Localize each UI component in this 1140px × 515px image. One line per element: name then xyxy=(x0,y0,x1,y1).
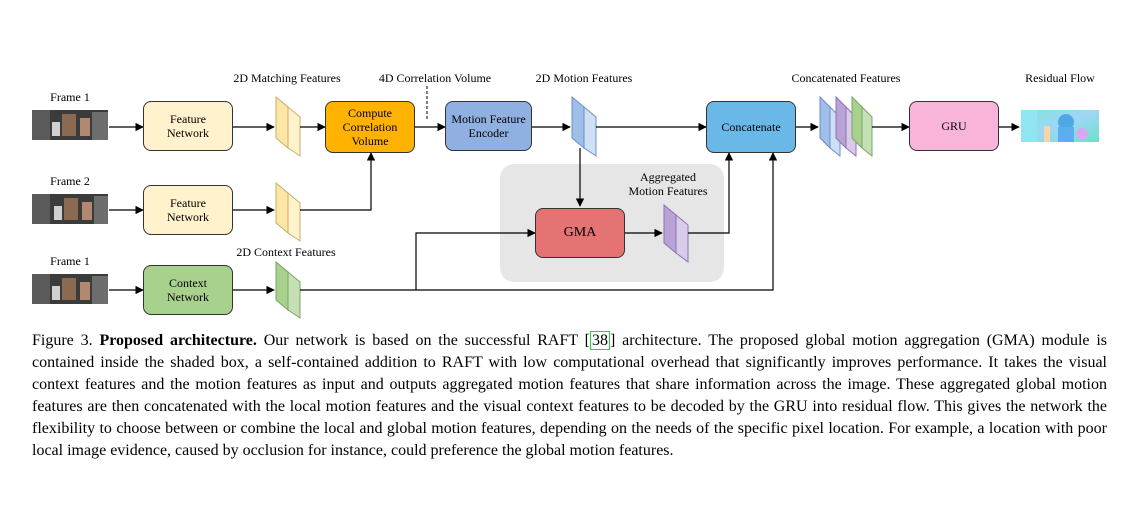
concatenate-label: Concatenate xyxy=(721,120,781,134)
motion-features-label: 2D Motion Features xyxy=(535,71,633,85)
caption-title: Proposed architecture. xyxy=(99,332,257,349)
caption-prefix: Figure 3. xyxy=(32,332,100,349)
frame1-top-label: Frame 1 xyxy=(50,90,90,104)
frame2-label: Frame 2 xyxy=(50,174,90,188)
correlation-line1: Compute xyxy=(348,106,392,120)
citation-link[interactable]: 38 xyxy=(590,331,610,350)
frame1-top-image xyxy=(32,110,108,140)
figure-caption: Figure 3. Proposed architecture. Our net… xyxy=(32,330,1107,462)
matching-feature-tensor-2 xyxy=(275,181,301,242)
architecture-figure: Frame 1 Frame 2 Frame 1 2D Matching Feat… xyxy=(32,71,1099,319)
gma-box: GMA xyxy=(535,208,625,258)
feature-network-2-line2: Network xyxy=(167,210,209,224)
gru-label: GRU xyxy=(941,119,967,133)
feature-network-1-line1: Feature xyxy=(170,112,206,126)
context-features-label: 2D Context Features xyxy=(236,245,336,259)
caption-text-after-ref: ] architecture. The proposed global moti… xyxy=(32,332,1108,459)
correlation-line3: Volume xyxy=(351,134,389,148)
frame2-image xyxy=(32,194,108,224)
correlation-volume-label: 4D Correlation Volume xyxy=(378,71,492,85)
frame1-bottom-image xyxy=(32,274,108,304)
motion-encoder-line2: Encoder xyxy=(468,126,509,140)
concatenated-feature-tensors xyxy=(819,95,873,158)
residual-flow-image xyxy=(1021,110,1099,142)
gru-box: GRU xyxy=(909,101,999,151)
gma-label: GMA xyxy=(563,225,597,240)
concatenated-features-label: Concatenated Features xyxy=(791,71,901,85)
context-network-line1: Context xyxy=(169,276,207,290)
caption-text-before-ref: Our network is based on the successful R… xyxy=(256,332,590,349)
aggregated-label-line1: Aggregated xyxy=(640,170,696,184)
feature-network-1-line2: Network xyxy=(167,126,209,140)
aggregated-feature-tensor xyxy=(663,203,689,263)
matching-features-label: 2D Matching Features xyxy=(233,71,341,85)
concatenate-box: Concatenate xyxy=(706,101,796,153)
matching-feature-tensor-1 xyxy=(275,95,301,157)
motion-encoder-line1: Motion Feature xyxy=(451,112,526,126)
aggregated-label-line2: Motion Features xyxy=(628,184,708,198)
residual-flow-label: Residual Flow xyxy=(1025,71,1095,85)
feature-network-2-line1: Feature xyxy=(170,196,206,210)
frame1-bottom-label: Frame 1 xyxy=(50,254,90,268)
context-network-line2: Network xyxy=(167,290,209,304)
correlation-line2: Correlation xyxy=(342,120,398,134)
motion-feature-tensor xyxy=(571,95,597,157)
context-feature-tensor xyxy=(275,260,301,319)
